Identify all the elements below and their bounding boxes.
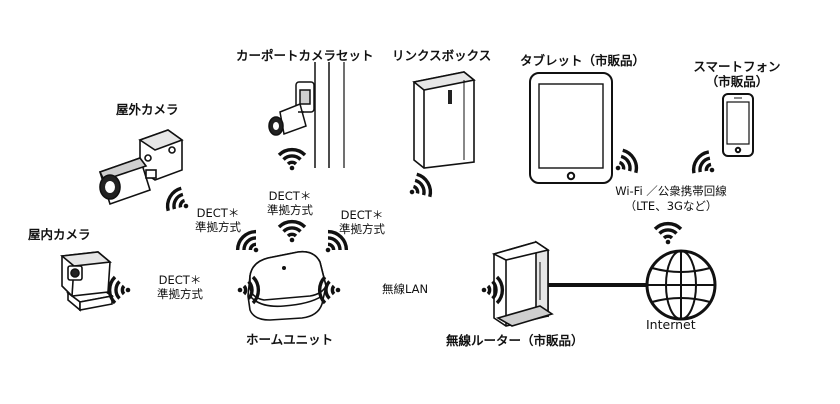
dect-indoor-line2: 準拠方式 bbox=[157, 287, 203, 301]
label-internet: Internet bbox=[646, 317, 696, 332]
dect-carport-line2: 準拠方式 bbox=[267, 203, 313, 217]
label-tablet: タブレット（市販品） bbox=[520, 53, 646, 68]
wave-carport bbox=[277, 147, 307, 173]
wave-smartphone bbox=[687, 147, 724, 184]
label-wireless-lan: 無線LAN bbox=[382, 282, 429, 296]
label-smartphone-line2: （市販品） bbox=[705, 74, 769, 89]
tablet-icon bbox=[529, 72, 613, 184]
label-outdoor-camera: 屋外カメラ bbox=[116, 102, 179, 117]
label-home-unit: ホームユニット bbox=[246, 332, 334, 347]
label-router: 無線ルーター（市販品） bbox=[446, 333, 584, 348]
router-icon bbox=[491, 240, 554, 327]
dect-carport-line1: DECT＊ bbox=[268, 189, 312, 203]
label-carport-camera-set: カーポートカメラセット bbox=[236, 48, 374, 63]
indoor-camera-icon bbox=[60, 251, 115, 312]
wave-tablet bbox=[607, 145, 643, 183]
outdoor-camera-icon bbox=[98, 129, 184, 206]
wave-homeunit-up bbox=[277, 219, 307, 245]
wave-linkbox bbox=[401, 169, 437, 207]
carport-pillar bbox=[314, 62, 345, 168]
label-wifi-line2: （LTE、3Gなど） bbox=[624, 199, 718, 213]
label-indoor-camera: 屋内カメラ bbox=[28, 227, 91, 242]
wave-indoor-right bbox=[107, 275, 133, 305]
dect-linkbox-line1: DECT＊ bbox=[340, 208, 384, 222]
label-wifi-line1: Wi-Fi ／公衆携帯回線 bbox=[615, 184, 727, 198]
dect-linkbox-line2: 準拠方式 bbox=[339, 222, 385, 236]
label-smartphone-line1: スマートフォン bbox=[693, 59, 781, 74]
dect-outdoor-line1: DECT＊ bbox=[196, 206, 240, 220]
home-unit-icon bbox=[247, 250, 327, 321]
carport-camera-icon bbox=[268, 81, 315, 136]
wave-internet bbox=[653, 221, 683, 247]
dect-indoor-line1: DECT＊ bbox=[158, 273, 202, 287]
smartphone-icon bbox=[722, 93, 754, 157]
internet-globe-icon bbox=[645, 249, 717, 321]
dect-outdoor-line2: 準拠方式 bbox=[195, 220, 241, 234]
label-link-box: リンクスボックス bbox=[392, 48, 492, 63]
link-box-icon bbox=[412, 71, 476, 169]
